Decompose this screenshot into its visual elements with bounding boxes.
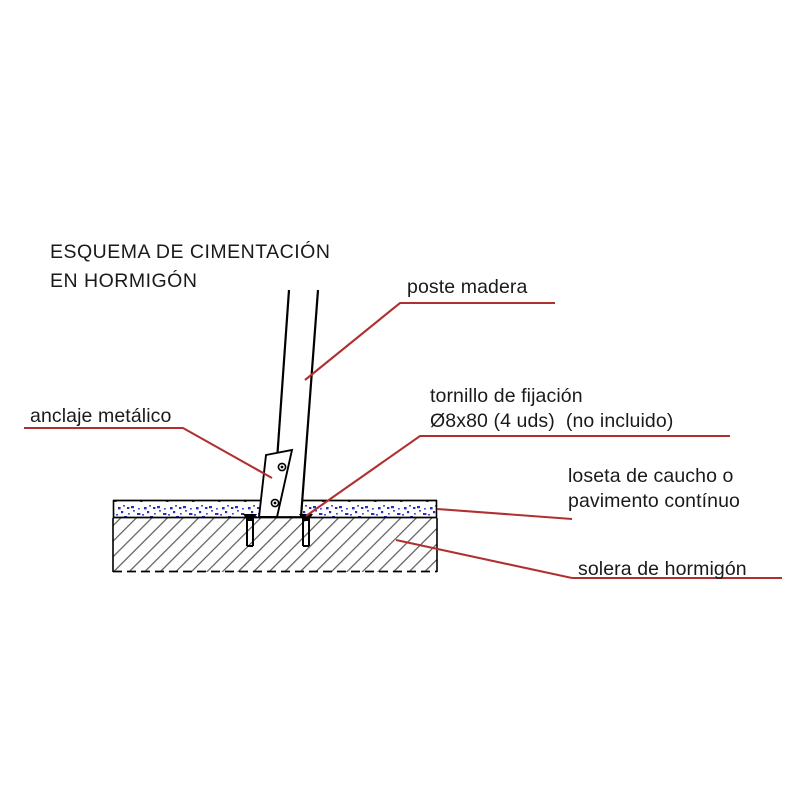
leader-poste-madera: [304, 301, 555, 381]
label-loseta-caucho: loseta de caucho o pavimento contínuo: [568, 464, 740, 514]
label-loseta-line-1: loseta de caucho o: [568, 465, 734, 487]
leader-loseta: [436, 507, 573, 521]
label-anclaje-metalico: anclaje metálico: [30, 405, 172, 427]
diagram-title: ESQUEMA DE CIMENTACIÓN EN HORMIGÓN: [50, 238, 330, 296]
label-tornillo-line-1: tornillo de fijación: [430, 385, 583, 407]
leader-lines: [24, 301, 782, 580]
leader-anclaje-metalico: [24, 426, 273, 479]
fixing-bolts: [243, 514, 313, 547]
concrete-slab: [112, 518, 438, 573]
leader-solera: [395, 538, 573, 580]
label-loseta-line-2: pavimento contínuo: [568, 490, 740, 512]
label-solera-hormigon: solera de hormigón: [578, 558, 747, 580]
label-tornillo-line-2: Ø8x80 (4 uds) (no incluido): [430, 410, 674, 432]
leader-tornillo: [305, 434, 730, 517]
title-line-2: EN HORMIGÓN: [50, 270, 198, 292]
title-line-1: ESQUEMA DE CIMENTACIÓN: [50, 241, 331, 263]
label-poste-madera: poste madera: [407, 276, 528, 298]
